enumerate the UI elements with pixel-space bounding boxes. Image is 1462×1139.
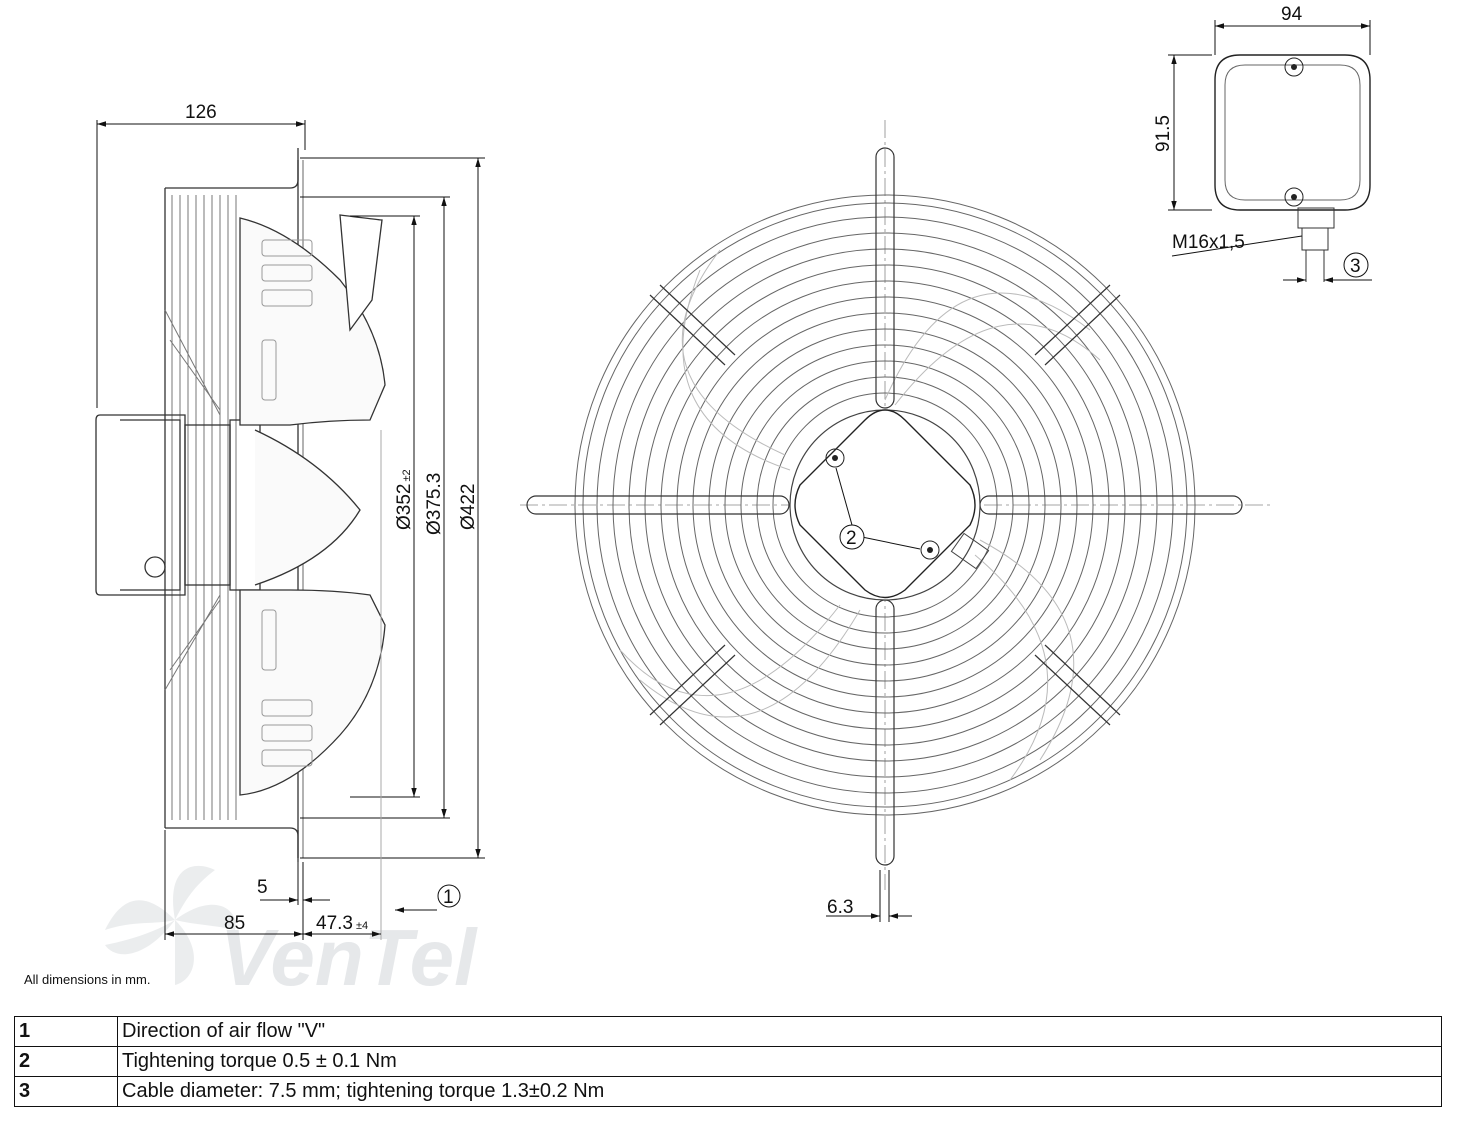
dim-d422: Ø422 (458, 484, 479, 530)
dim-126: 126 (185, 102, 217, 123)
dim-d375: Ø375.3 (424, 473, 445, 535)
svg-text:1: 1 (443, 887, 454, 908)
legend-text: Direction of air flow "V" (117, 1016, 1442, 1047)
svg-text:3: 3 (1350, 256, 1361, 277)
svg-text:2: 2 (846, 528, 857, 549)
legend-number: 1 (14, 1016, 118, 1047)
legend-row: 2 Tightening torque 0.5 ± 0.1 Nm (14, 1046, 1442, 1077)
dim-5: 5 (257, 877, 268, 898)
legend-row: 1 Direction of air flow "V" (14, 1016, 1442, 1047)
dim-91-5: 91.5 (1153, 115, 1174, 152)
side-view (95, 148, 386, 862)
callout-3: 3 (1343, 252, 1369, 278)
watermark-text: VenTel (220, 913, 478, 1002)
dim-6-3: 6.3 (827, 897, 853, 918)
units-note: All dimensions in mm. (24, 972, 151, 987)
side-view-dimensions (96, 120, 485, 940)
dim-94: 94 (1281, 4, 1303, 25)
ventel-watermark: VenTel (105, 865, 478, 1002)
legend-number: 2 (14, 1046, 118, 1077)
legend-text: Cable diameter: 7.5 mm; tightening torqu… (117, 1076, 1442, 1107)
dim-d352: Ø352±2 (394, 469, 415, 530)
dim-85: 85 (224, 913, 245, 934)
terminal-box-dimensions (1168, 20, 1372, 283)
front-view (520, 120, 1270, 890)
legend-text: Tightening torque 0.5 ± 0.1 Nm (117, 1046, 1442, 1077)
legend-row: 3 Cable diameter: 7.5 mm; tightening tor… (14, 1076, 1442, 1107)
dim-47-3: 47.3±4 (316, 913, 368, 934)
thread-label: M16x1,5 (1172, 232, 1245, 253)
legend-number: 3 (14, 1076, 118, 1107)
technical-drawing: VenTel (95, 4, 1372, 1002)
front-view-dimensions (826, 467, 921, 922)
legend-table: 1 Direction of air flow "V" 2 Tightening… (14, 1016, 1442, 1107)
terminal-box-view (1214, 54, 1371, 282)
callout-1: 1 (437, 884, 461, 908)
callout-2: 2 (839, 524, 865, 550)
